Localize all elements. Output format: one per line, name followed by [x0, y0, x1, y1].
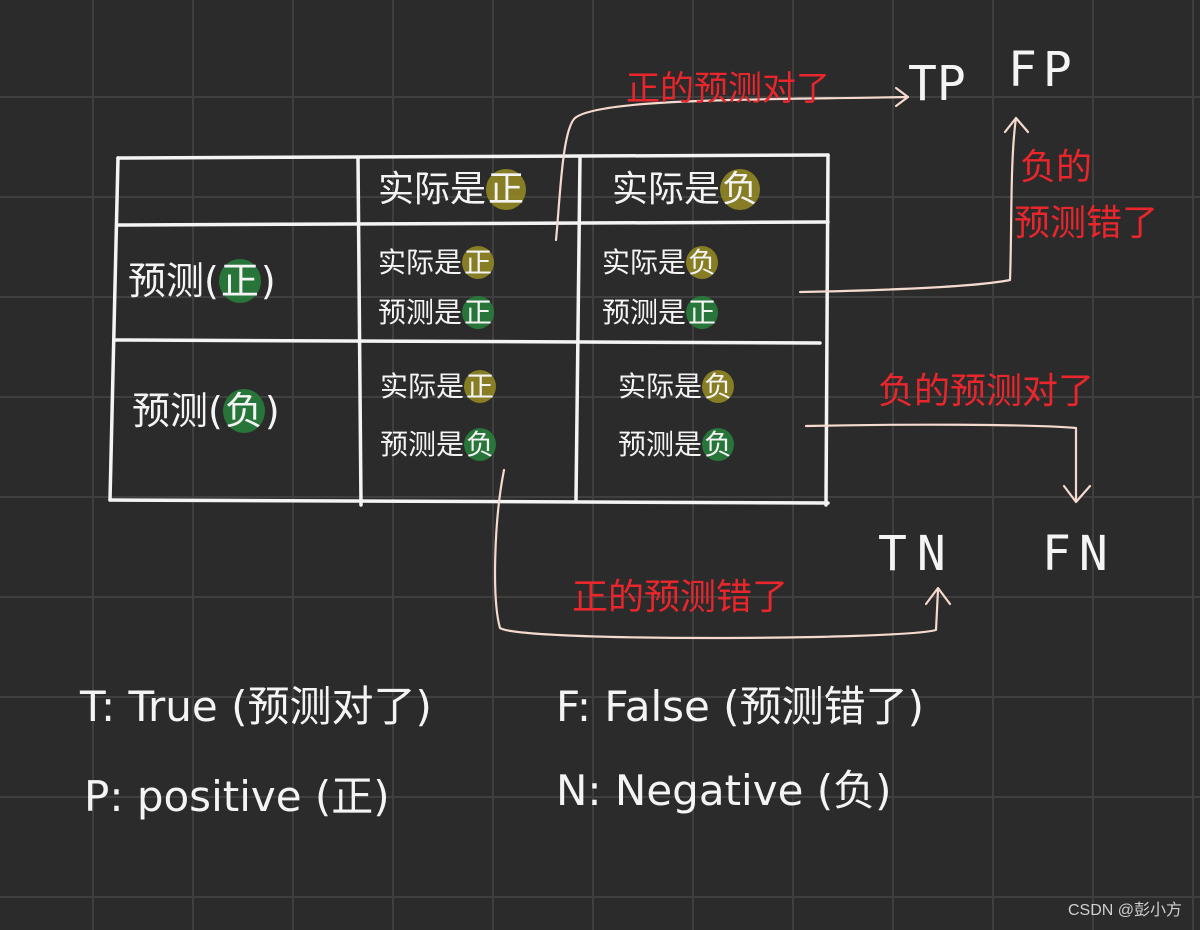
table-divider-col2	[574, 156, 582, 502]
col-header-actual-positive: 实际是正	[378, 169, 527, 210]
annotation-negative-wrong-line2: 预测错了	[1014, 203, 1159, 244]
row-header-tail: )	[260, 259, 276, 303]
table-divider-header	[116, 220, 830, 227]
cell-text: 预测是	[602, 296, 687, 329]
label-tn: TN	[878, 526, 956, 582]
cell-predpos-actneg: 实际是负 预测是正	[602, 238, 719, 338]
arrow-to-tp	[554, 95, 910, 242]
table-border-bottom	[108, 498, 830, 505]
annotation-negative-wrong-line1: 负的	[1020, 147, 1093, 188]
col-header-text: 实际是	[378, 169, 487, 210]
highlight-predicted: 负	[702, 428, 735, 461]
cell-actual-line: 实际是负	[602, 238, 719, 288]
cell-text: 预测是	[380, 428, 465, 461]
arrowhead-fp	[1003, 116, 1030, 134]
cell-predneg-actneg: 实际是负 预测是负	[618, 358, 735, 474]
legend-true: T: True (预测对了)	[80, 682, 432, 731]
highlight-actual: 正	[462, 246, 495, 279]
watermark: CSDN @彭小方	[1067, 902, 1182, 919]
arrow-to-fp	[798, 116, 1018, 294]
arrowhead-fn	[1062, 484, 1092, 504]
cell-predicted-line: 预测是负	[618, 416, 735, 474]
row-header-text: 预测(	[128, 259, 219, 303]
row-header-predicted-positive: 预测(正)	[128, 259, 276, 303]
arrowhead-tn	[924, 586, 952, 606]
col-header-text: 实际是	[612, 169, 721, 210]
cell-text: 实际是	[380, 370, 465, 403]
highlight-predicted: 正	[686, 296, 719, 329]
label-fp: FP	[1008, 42, 1078, 98]
legend-false: F: False (预测错了)	[556, 682, 924, 731]
annotation-negative-correct: 负的预测对了	[878, 371, 1095, 412]
legend-positive: P: positive (正)	[84, 772, 390, 821]
annotation-positive-correct: 正的预测对了	[626, 69, 830, 109]
arrowhead-tp	[894, 86, 910, 108]
row-header-predicted-negative: 预测(负)	[132, 389, 280, 433]
highlight-positive: 正	[486, 169, 527, 210]
row-header-tail: )	[264, 389, 280, 433]
annotation-positive-wrong: 正的预测错了	[572, 577, 789, 618]
highlight-actual: 负	[702, 370, 735, 403]
legend-negative: N: Negative (负)	[556, 766, 892, 815]
highlight-predicted: 正	[462, 296, 495, 329]
label-fn: FN	[1042, 526, 1116, 582]
arrow-to-fn	[804, 423, 1078, 502]
table-border-top	[116, 153, 830, 160]
highlight-predicted: 负	[464, 428, 497, 461]
cell-text: 预测是	[378, 296, 463, 329]
table-divider-rows	[112, 338, 822, 345]
cell-predicted-line: 预测是正	[602, 288, 719, 338]
highlight-negative: 负	[222, 389, 265, 433]
table-border-left	[108, 156, 120, 502]
confusion-table-grid	[108, 153, 830, 507]
col-header-actual-negative: 实际是负	[612, 169, 761, 210]
highlight-negative: 负	[720, 169, 761, 210]
cell-predpos-actpos: 实际是正 预测是正	[378, 238, 495, 338]
cell-text: 实际是	[618, 370, 703, 403]
table-border-right	[824, 153, 830, 507]
table-divider-col1	[356, 156, 363, 507]
cell-text: 实际是	[602, 246, 687, 279]
cell-predicted-line: 预测是正	[378, 288, 495, 338]
cell-text: 实际是	[378, 246, 463, 279]
cell-actual-line: 实际是负	[618, 358, 735, 416]
cell-text: 预测是	[618, 428, 703, 461]
highlight-actual: 正	[464, 370, 497, 403]
arrow-to-tn	[493, 468, 940, 640]
highlight-positive: 正	[218, 259, 261, 303]
row-header-text: 预测(	[132, 389, 223, 433]
label-tp: TP	[908, 56, 966, 112]
cell-predneg-actpos: 实际是正 预测是负	[380, 358, 497, 474]
cell-predicted-line: 预测是负	[380, 416, 497, 474]
highlight-actual: 负	[686, 246, 719, 279]
cell-actual-line: 实际是正	[378, 238, 495, 288]
cell-actual-line: 实际是正	[380, 358, 497, 416]
